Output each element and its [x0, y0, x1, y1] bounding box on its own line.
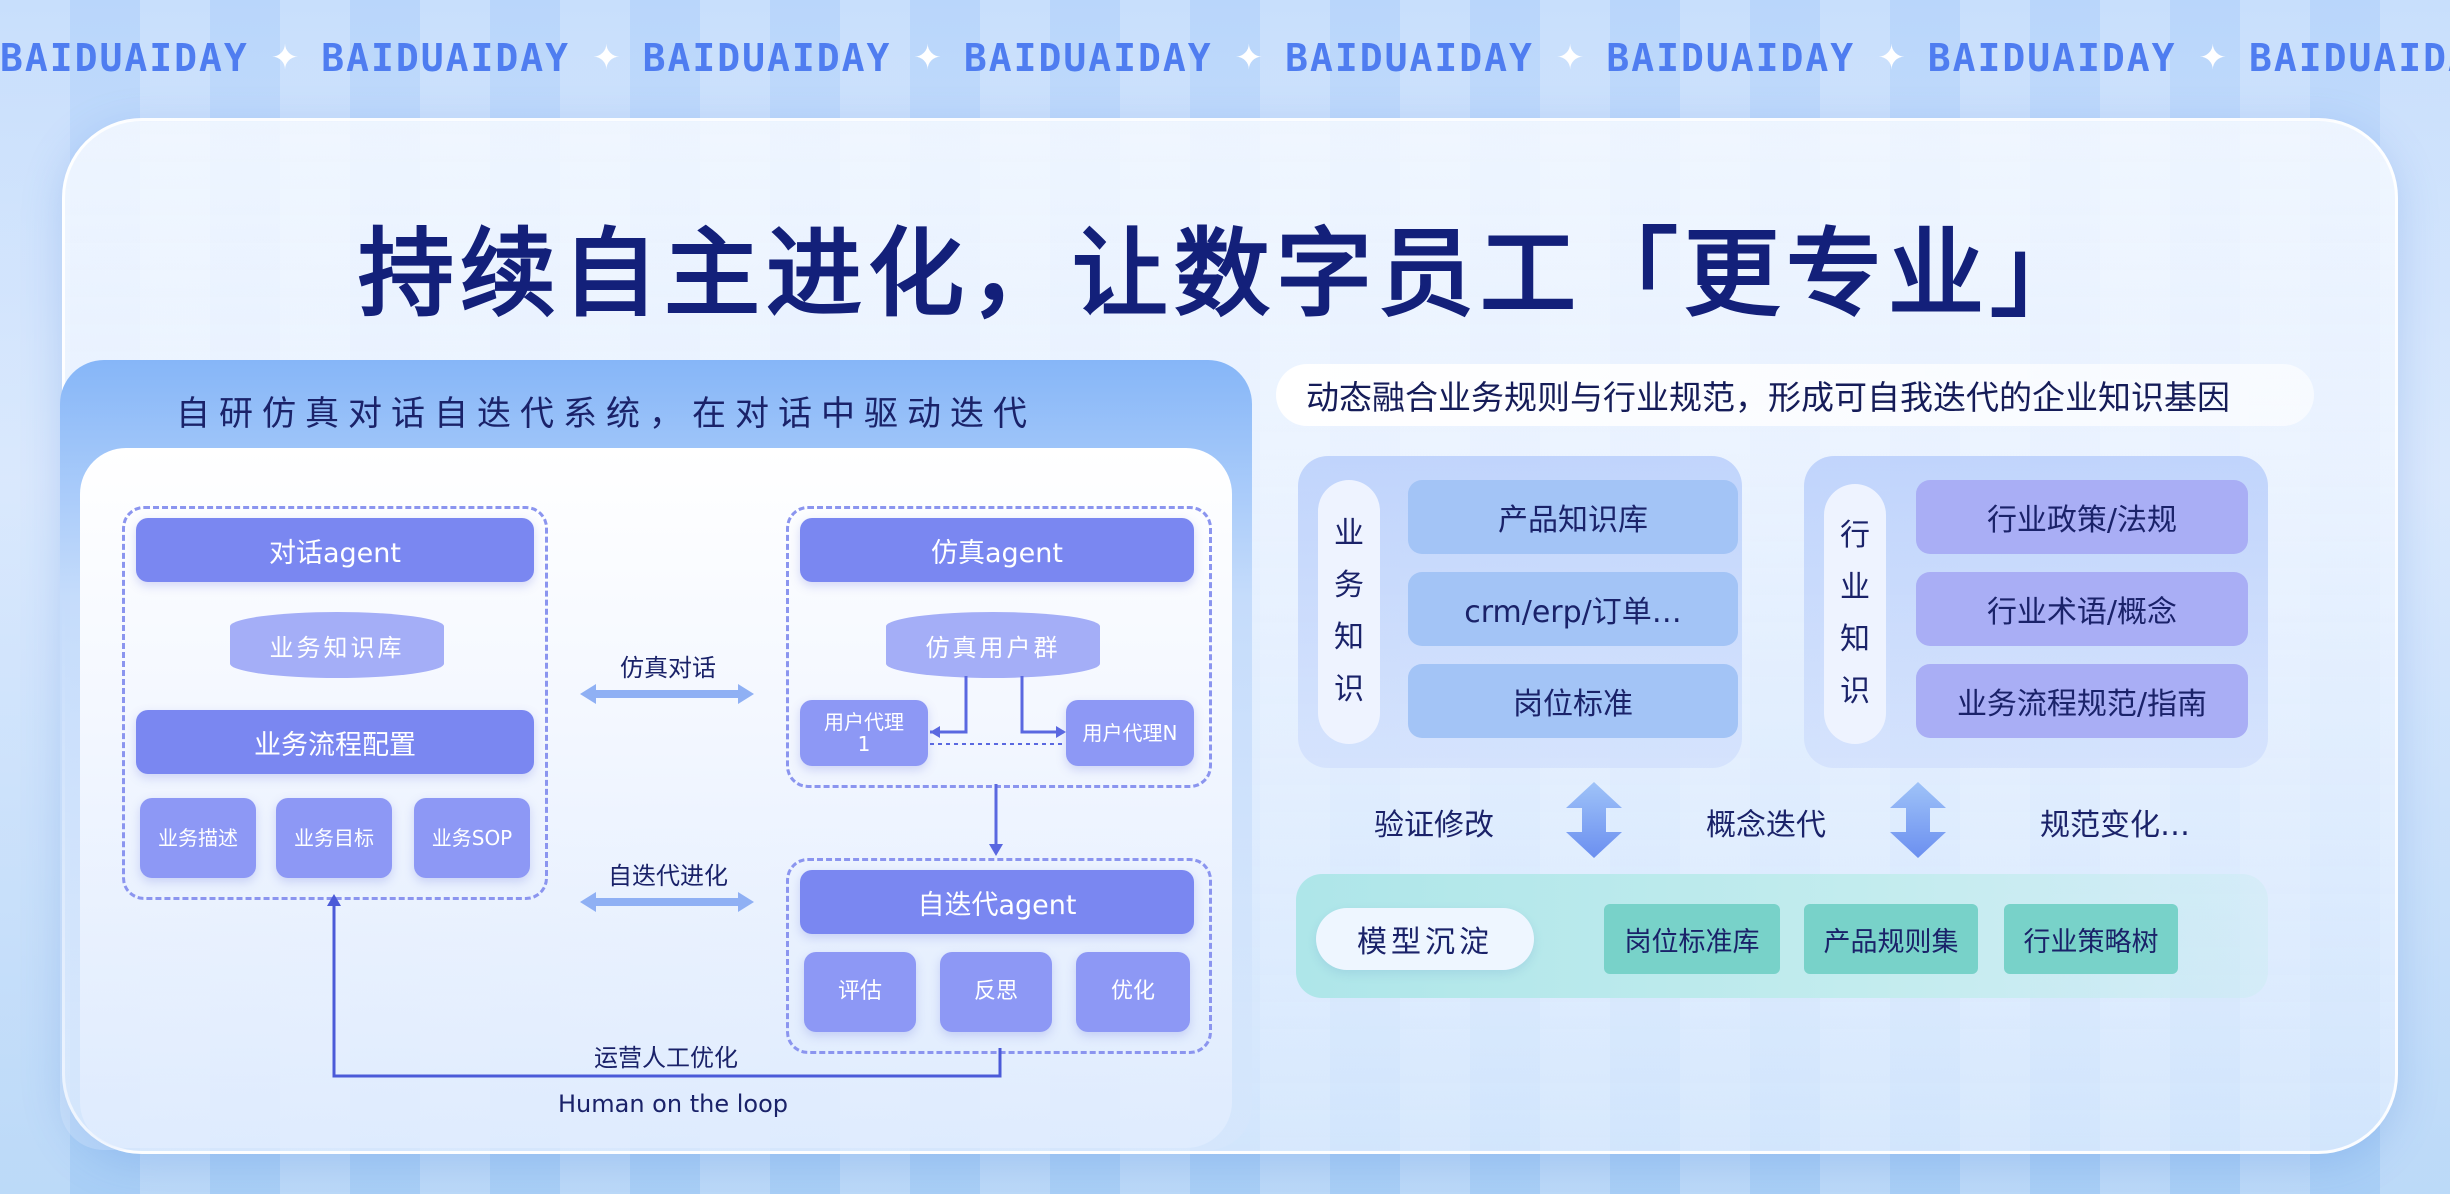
dialog-agent-node: 对话agent	[136, 518, 534, 582]
ind-item-policy: 行业政策/法规	[1916, 480, 2248, 554]
verify-double-arrow	[1566, 782, 1622, 858]
model-label: 模型沉淀	[1316, 908, 1534, 970]
reflect-node: 反思	[940, 952, 1052, 1032]
right-header: 动态融合业务规则与行业规范，形成可自我迭代的企业知识基因	[1276, 364, 2314, 426]
ind-knowledge-label: 行业知识	[1824, 484, 1886, 744]
biz-desc-node: 业务描述	[140, 798, 256, 878]
banner-word: BAIDUAIDAY	[321, 36, 571, 80]
users-to-proxyn-line	[1020, 676, 1064, 734]
banner-word: BAIDUAIDAY	[1285, 36, 1534, 80]
model-item-post-lib: 岗位标准库	[1604, 904, 1780, 974]
ind-item-terms: 行业术语/概念	[1916, 572, 2248, 646]
biz-goal-node: 业务目标	[276, 798, 392, 878]
sparkle-icon: ✦	[592, 38, 621, 78]
banner-word: BAIDUAIDAY	[1927, 36, 2177, 80]
proxy-1-node: 用户代理 1	[800, 700, 928, 766]
ops-label: 运营人工优化	[594, 1044, 738, 1072]
optimize-node: 优化	[1076, 952, 1190, 1032]
banner-word: BAIDUAIDAY	[0, 36, 249, 80]
biz-knowledge-char: 识	[1334, 672, 1364, 707]
ind-knowledge-char: 知	[1840, 622, 1870, 657]
biz-kb-node: 业务知识库	[230, 612, 444, 678]
sparkle-icon: ✦	[1555, 38, 1585, 78]
proxy-1-line1: 用户代理	[824, 710, 904, 734]
sparkle-icon: ✦	[270, 38, 300, 78]
users-to-proxyn-head	[1056, 726, 1066, 738]
sim-agent-group	[786, 506, 1212, 788]
ind-knowledge-char: 行	[1840, 518, 1870, 553]
biz-knowledge-char: 务	[1334, 568, 1364, 603]
banner-word: BAIDUAIDAY	[963, 36, 1213, 80]
concept-double-arrow	[1890, 782, 1946, 858]
biz-knowledge-char: 业	[1334, 516, 1364, 551]
biz-knowledge-char: 知	[1334, 620, 1364, 655]
users-to-proxy1-head	[930, 726, 940, 738]
banner-word: BAIDUAIDAY	[2248, 36, 2450, 80]
mid-label-norm: 规范变化…	[2040, 808, 2190, 843]
sparkle-icon: ✦	[2198, 38, 2227, 78]
biz-sop-node: 业务SOP	[414, 798, 530, 878]
brand-banner: BAIDUAIDAY ✦ BAIDUAIDAY ✦ BAIDUAIDAY ✦ BAIDUAI…	[0, 28, 2450, 88]
proxy-1-line2: 1	[857, 732, 871, 756]
proxy-n-node: 用户代理N	[1066, 700, 1194, 766]
hotl-label: Human on the loop	[558, 1090, 788, 1118]
sim-dialog-label: 仿真对话	[620, 654, 716, 682]
biz-item-product-kb: 产品知识库	[1408, 480, 1738, 554]
ind-knowledge-char: 识	[1840, 674, 1870, 709]
sparkle-icon: ✦	[1234, 38, 1264, 78]
ind-knowledge-char: 业	[1840, 570, 1870, 605]
biz-item-crm: crm/erp/订单…	[1408, 572, 1738, 646]
banner-word: BAIDUAIDAY	[1606, 36, 1856, 80]
sim-agent-node: 仿真agent	[800, 518, 1194, 582]
biz-knowledge-label: 业务知识	[1318, 480, 1380, 744]
mid-label-concept: 概念迭代	[1706, 808, 1826, 843]
loop-line	[332, 902, 1002, 1078]
self-agent-node: 自迭代agent	[800, 870, 1194, 934]
sim-to-self-head	[989, 844, 1003, 856]
users-to-proxy1-line	[930, 676, 968, 734]
left-panel-title: 自研仿真对话自迭代系统，在对话中驱动迭代	[176, 394, 1036, 434]
mid-label-verify: 验证修改	[1374, 808, 1494, 843]
self-evolve-label: 自迭代进化	[608, 862, 728, 890]
banner-word: BAIDUAIDAY	[642, 36, 892, 80]
sim-dialog-arrow	[580, 684, 754, 704]
page-title: 持续自主进化，让数字员工「更专业」	[358, 218, 2092, 330]
eval-node: 评估	[804, 952, 916, 1032]
model-item-strategy-tree: 行业策略树	[2004, 904, 2178, 974]
biz-flow-node: 业务流程配置	[136, 710, 534, 774]
ind-item-process: 业务流程规范/指南	[1916, 664, 2248, 738]
sparkle-icon: ✦	[1877, 38, 1906, 78]
sparkle-icon: ✦	[913, 38, 942, 78]
sim-users-node: 仿真用户群	[886, 612, 1100, 678]
loop-head	[327, 894, 341, 906]
biz-item-post-standard: 岗位标准	[1408, 664, 1738, 738]
model-item-product-rules: 产品规则集	[1804, 904, 1978, 974]
self-evolve-arrow	[580, 892, 754, 912]
